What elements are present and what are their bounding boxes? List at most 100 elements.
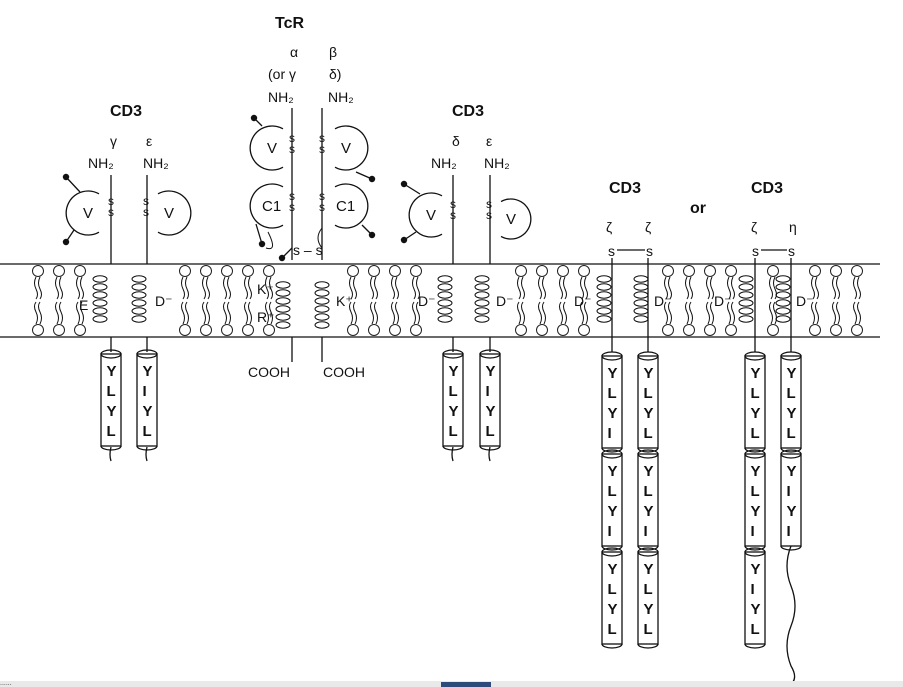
s-label: s: [319, 131, 325, 145]
tcr-alpha-helix: [275, 281, 291, 329]
tcr-alpha-v-domain: V: [249, 125, 284, 171]
s-label: s: [486, 208, 492, 222]
cd3-epsilon2-helix: [474, 275, 490, 323]
lipid: [557, 265, 569, 336]
d-charge-zeta-3: D⁻: [714, 293, 732, 309]
zeta3-helix: [738, 275, 754, 323]
itam-residue: L: [751, 621, 760, 638]
itam-residue: L: [787, 425, 796, 442]
itam-residue: I: [486, 383, 490, 400]
domain-label: C1: [262, 198, 281, 215]
footer-text: ......: [0, 680, 12, 687]
lipid: [368, 265, 380, 336]
lipid: [662, 265, 674, 336]
tcr-title: TcR: [275, 15, 304, 32]
tcr-alpha-glycan-1: [250, 114, 263, 127]
lipid: [725, 265, 737, 336]
s-zeta-2: s: [646, 243, 653, 259]
lipid: [830, 265, 842, 336]
s-label: s: [289, 131, 295, 145]
itam-residue: I: [751, 581, 755, 598]
tcr-beta-glycan-1: [355, 171, 376, 183]
cd3-delta-glycan-top: [400, 180, 421, 195]
tcr-beta-v-domain: V: [334, 125, 369, 171]
itam-residue: Y: [751, 365, 761, 382]
epsilon-label-2: ε: [486, 133, 492, 149]
s-label: s: [319, 142, 325, 156]
s-label: s: [319, 200, 325, 214]
itam-residue: Y: [449, 403, 459, 420]
cd3-gamma-glycan-bottom: [62, 229, 75, 246]
diagram-labels: TcR CD3 CD3 CD3 or CD3 α β (or γ δ) NH₂ …: [79, 15, 814, 380]
itam-residue: L: [608, 385, 617, 402]
itam-residue: L: [608, 581, 617, 598]
lipid: [179, 265, 191, 336]
domain-label: C1: [336, 198, 355, 215]
tcr-alpha-c1-domain: C1: [249, 183, 284, 229]
itam-residue: Y: [787, 405, 797, 422]
lipid: [683, 265, 695, 336]
itam-residue: L: [751, 425, 760, 442]
lipid: [347, 265, 359, 336]
itam-residue: L: [751, 483, 760, 500]
cd3-gamma-tail: [109, 446, 112, 462]
nh2-delta: NH₂: [431, 155, 457, 171]
k-charge-alpha: K⁺: [257, 281, 274, 297]
itam-residue: Y: [107, 363, 117, 380]
zeta1-helix: [596, 275, 612, 323]
cd3-gamma-glycan-top: [62, 173, 81, 193]
lipid: [263, 265, 275, 336]
itam-residue: L: [751, 385, 760, 402]
itam-residue: L: [608, 621, 617, 638]
itam-residue: Y: [644, 405, 654, 422]
itam-cylinders: YLYLYIYLYLYLYIYLYLYIYLYLYLYIYLYIYLYLYLYL…: [100, 349, 802, 683]
tcr-beta-c1-ss: ss: [319, 189, 325, 214]
cd3-zeta-eta-title: CD3: [751, 180, 783, 197]
cd3-delta-helix: [437, 275, 453, 323]
itam-residue: L: [608, 483, 617, 500]
itam-residue: Y: [608, 561, 618, 578]
cd3-gamma-helix: [92, 275, 108, 323]
itam-residue: L: [644, 385, 653, 402]
cd3-gamma-ss: ss: [108, 194, 114, 219]
lipid: [53, 265, 65, 336]
itam-residue: Y: [608, 503, 618, 520]
itam-residue: Y: [787, 503, 797, 520]
d-charge-delta: D⁻: [418, 293, 436, 309]
receptor-chains: [92, 108, 792, 362]
itam-residue: I: [787, 483, 791, 500]
cd3-epsilon1-v-domain: V: [157, 190, 192, 236]
domain-label: V: [426, 207, 436, 224]
lipid: [704, 265, 716, 336]
s-label: s: [143, 205, 149, 219]
tcr-alpha-v-ss: ss: [289, 131, 295, 156]
cd3-epsilon2-v-domain: V: [500, 198, 532, 240]
cooh-alpha: COOH: [248, 364, 290, 380]
s-label: s: [108, 194, 114, 208]
epsilon-label-1: ε: [146, 133, 152, 149]
itam-residue: Y: [608, 405, 618, 422]
cd3-zeta-zeta-title: CD3: [609, 180, 641, 197]
itam-residue: Y: [751, 561, 761, 578]
lipid: [851, 265, 863, 336]
nh2-epsilon-2: NH₂: [484, 155, 510, 171]
itam-residue: I: [644, 523, 648, 540]
lipid: [767, 265, 779, 336]
itam-residue: L: [644, 425, 653, 442]
itam-residue: Y: [644, 503, 654, 520]
itam-residue: L: [143, 423, 152, 440]
cd3-delta-ss: ss: [450, 197, 456, 222]
itam-residue: Y: [449, 363, 459, 380]
itam-residue: L: [449, 423, 458, 440]
